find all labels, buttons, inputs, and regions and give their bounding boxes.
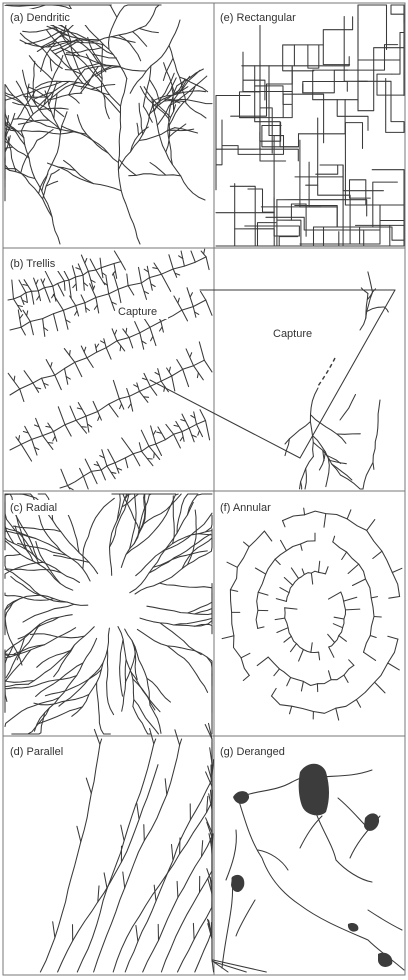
parallel-panel: (d) Parallel [8,723,266,972]
radial-label: (c) Radial [10,502,57,514]
capture-detail-streams [285,272,395,489]
dendritic-panel: (a) Dendritic [5,5,212,244]
dendritic-label: (a) Dendritic [10,12,70,24]
trellis-panel: (b) Trellis Capture [8,249,212,490]
deranged-panel: (g) Deranged [218,744,404,970]
rectangular-panel: (e) Rectangular [216,5,404,246]
deranged-lake-3 [364,813,379,831]
annular-streams [222,508,402,720]
inset-capture-label: Capture [273,328,312,340]
radial-streams [5,494,212,734]
deranged-lake-6 [348,923,359,932]
radial-panel: (c) Radial [5,494,212,734]
inset-connector-bottom [150,380,300,458]
deranged-lake-4 [231,875,244,892]
capture-dashed-stream [318,358,335,386]
annular-label: (f) Annular [220,502,271,514]
deranged-lake-5 [378,953,392,967]
trellis-streams [8,249,212,490]
deranged-label: (g) Deranged [220,746,285,758]
rectangular-label: (e) Rectangular [220,12,296,24]
deranged-lake-2 [299,764,329,816]
trellis-label: (b) Trellis [10,258,56,270]
trellis-capture-label: Capture [118,306,157,318]
annular-panel: (f) Annular [218,500,402,720]
parallel-streams [40,723,266,972]
deranged-lake-1 [233,791,249,804]
rectangular-streams [216,5,404,246]
parallel-label: (d) Parallel [10,746,63,758]
panel-frames [3,3,405,975]
dendritic-streams [5,5,212,244]
